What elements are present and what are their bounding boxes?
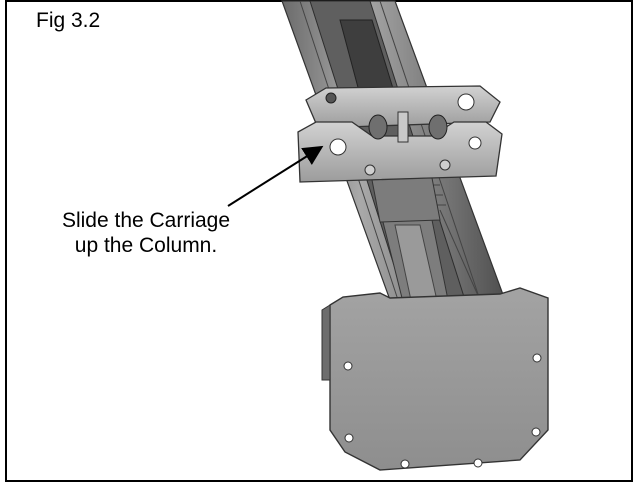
callout-arrow <box>227 145 324 207</box>
carriage <box>297 85 503 223</box>
callout-line-1: Slide the Carriage <box>61 209 231 232</box>
base-plate <box>321 287 549 471</box>
callout-line-2: up the Column. <box>74 234 218 257</box>
figure-label: Fig 3.2 <box>36 9 101 32</box>
callout-text: Slide the Carriage up the Column. <box>30 208 262 258</box>
